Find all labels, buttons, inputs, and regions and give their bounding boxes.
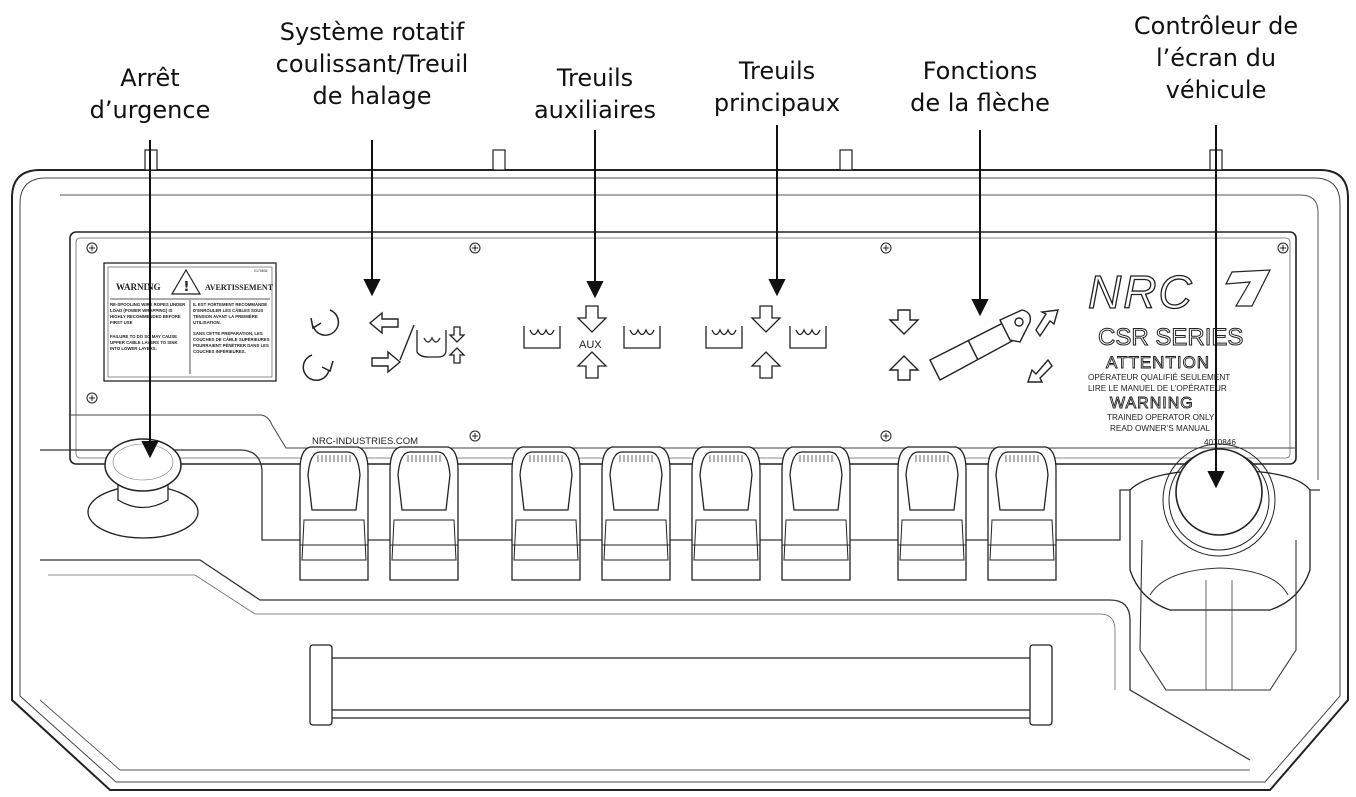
console-well xyxy=(40,449,1320,541)
slew-direction-arrows xyxy=(368,311,415,374)
joystick-knob-top xyxy=(1175,448,1263,536)
rotate-cw-icon xyxy=(302,354,330,382)
attention-line-2: LIRE LE MANUEL DE L’OPÉRATEUR xyxy=(1088,383,1227,393)
callout-arrows xyxy=(141,125,1225,489)
attention-text: ATTENTION xyxy=(1106,353,1210,372)
warning-line-2: READ OWNER’S MANUAL xyxy=(1110,424,1211,433)
warning-triangle-mark: ! xyxy=(184,280,190,295)
vehicle-display-controller[interactable] xyxy=(1129,443,1311,691)
callout-emergency-stop: Arrêt d’urgence xyxy=(89,64,211,124)
boom-symbols xyxy=(888,309,1059,383)
boom-extend-arrow-icon xyxy=(1035,309,1059,338)
main-winch-symbols xyxy=(705,305,827,379)
screw-icons xyxy=(86,242,1289,442)
console-outer-outline xyxy=(11,169,1349,791)
boom-arrow-down-icon xyxy=(888,309,920,335)
boom-arrow-up-icon xyxy=(888,355,920,381)
grab-handle xyxy=(309,644,1053,726)
rocker-switch-4[interactable] xyxy=(601,446,671,581)
warning-label-fr-p2: SANS CETTE PRÉPARATION, LES COUCHES DE C… xyxy=(193,331,270,354)
warning-label-fr-p1: IL EST FORTEMENT RECOMMANDÉ D’ENROULER L… xyxy=(193,302,268,325)
toggle-switch-group xyxy=(299,446,1057,581)
rocker-switch-8[interactable] xyxy=(987,446,1057,581)
rocker-switch-5[interactable] xyxy=(691,446,761,581)
nrc-logo: NRC xyxy=(1087,265,1271,319)
console-front-ledge xyxy=(40,559,1251,761)
website-text: NRC-INDUSTRIES.COM xyxy=(312,436,418,447)
console-lower-edge xyxy=(39,699,1250,771)
main-drum-left-icon xyxy=(705,326,743,349)
aux-label: AUX xyxy=(579,339,602,351)
main-arrow-up-icon xyxy=(750,351,782,379)
arrow-up-small-icon xyxy=(448,347,466,364)
main-arrow-down-icon xyxy=(750,305,782,333)
rotate-ccw-icon xyxy=(312,309,340,336)
mounting-tabs xyxy=(144,149,1223,171)
aux-winch-symbols xyxy=(523,305,661,379)
console-inner-outline xyxy=(19,177,1341,783)
winch-drum-left-icon xyxy=(523,326,561,349)
faceplate xyxy=(69,231,1297,465)
part-number: 4070846 xyxy=(1204,438,1236,447)
warning-label-title-en: WARNING xyxy=(116,282,161,292)
emergency-stop-button[interactable] xyxy=(87,438,199,539)
warning-triangle-icon xyxy=(170,268,202,295)
warning-label-code: 2170834 xyxy=(254,269,268,273)
rocker-switch-2[interactable] xyxy=(389,446,459,581)
arrow-left-icon xyxy=(368,311,399,335)
aux-arrow-down-icon xyxy=(576,305,608,333)
callout-vehicle-display: Contrôleur de l’écran du véhicule xyxy=(1133,12,1299,104)
warning-label-en-p1: RE-SPOOLING WIRE ROPES UNDER LOAD (POWER… xyxy=(110,302,186,325)
rocker-switch-6[interactable] xyxy=(781,446,851,581)
warning-text: WARNING xyxy=(1110,395,1194,412)
callout-boom-functions: Fonctions de la flèche xyxy=(910,57,1050,117)
callout-slewing-rotation: Système rotatif coulissant/Treuil de hal… xyxy=(275,18,469,110)
rocker-switch-1[interactable] xyxy=(299,446,369,581)
faceplate-notch xyxy=(70,414,1296,449)
winch-hook-icon xyxy=(416,326,466,364)
aux-arrow-up-icon xyxy=(576,351,608,379)
brand-text: NRC xyxy=(1088,266,1194,318)
faceplate-inner xyxy=(75,237,1291,459)
console-front-ledge-inner xyxy=(48,574,1116,690)
winch-drum-right-icon xyxy=(623,326,661,349)
attention-line-1: OPÉRATEUR QUALIFIÉ SEULEMENT xyxy=(1088,372,1230,382)
console-ridge xyxy=(60,194,1319,480)
rocker-switch-3[interactable] xyxy=(511,446,581,581)
warning-label-title-fr: AVERTISSEMENT xyxy=(205,283,274,292)
callout-aux-winches: Treuils auxiliaires xyxy=(533,64,657,124)
callout-main-winches: Treuils principaux xyxy=(713,57,841,117)
boom-retract-arrow-icon xyxy=(1027,358,1053,383)
warning-label-en-p2: FAILURE TO DO SO MAY CAUSE UPPER CABLE L… xyxy=(110,334,178,351)
brand-swoosh-icon xyxy=(1224,269,1271,307)
arrow-down-small-icon xyxy=(448,326,466,343)
series-text: CSR SERIES xyxy=(1098,324,1243,351)
warning-label: WARNING ! AVERTISSEMENT 2170834 RE-SPOOL… xyxy=(103,262,277,382)
rotation-symbols xyxy=(302,309,340,382)
warning-line-1: TRAINED OPERATOR ONLY xyxy=(1107,413,1215,422)
arrow-right-icon xyxy=(371,350,402,374)
rocker-switch-7[interactable] xyxy=(897,446,967,581)
main-drum-right-icon xyxy=(789,326,827,349)
